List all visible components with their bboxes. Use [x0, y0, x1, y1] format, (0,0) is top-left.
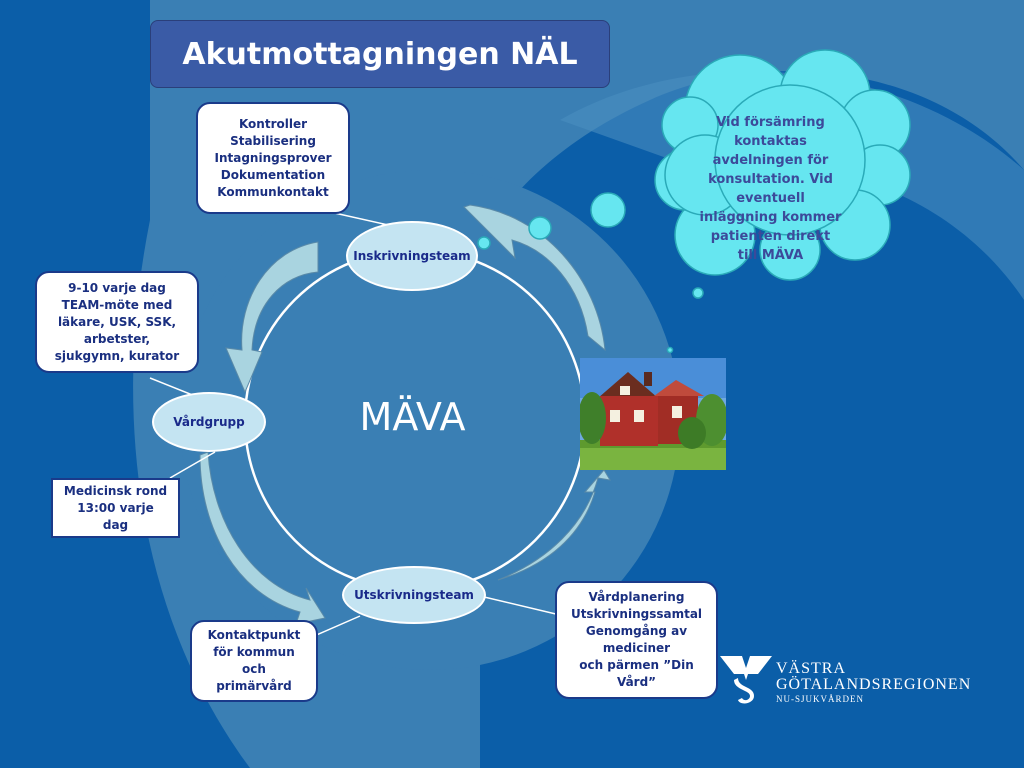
callout-bottom-left-line: för kommun	[213, 645, 295, 659]
thought-cloud	[477, 49, 911, 354]
cloud-text-line: kontaktas	[734, 134, 807, 149]
callout-bottom-right-line: Genomgång av	[585, 624, 688, 638]
center-label: MÄVA	[359, 395, 466, 439]
callout-left-bottom-line: dag	[102, 517, 129, 532]
vgr-emblem-icon	[720, 656, 772, 704]
page-title: Akutmottagningen NÄL	[150, 20, 610, 88]
arrow-bottom-right	[497, 469, 611, 581]
callout-bottom-left: Kontaktpunkt för kommun och primärvård	[190, 620, 318, 702]
node-inskrivningsteam: Inskrivningsteam	[346, 221, 478, 291]
callout-top-line: Dokumentation	[220, 167, 326, 182]
callout-bottom-left-line: primärvård	[216, 679, 292, 693]
cloud-text-line: konsultation. Vid	[708, 172, 833, 187]
vgr-logo: VÄSTRA GÖTALANDSREGIONEN NU-SJUKVÅRDEN	[718, 652, 978, 708]
house-photo	[580, 358, 726, 470]
logo-line1: VÄSTRA	[776, 660, 847, 677]
cloud-text-line: till MÄVA	[737, 248, 804, 263]
callout-left-bottom-line: Medicinsk rond	[63, 483, 168, 498]
cloud-text-line: Vid försämring	[716, 115, 825, 130]
callout-top: Kontroller Stabilisering Intagningsprove…	[196, 102, 350, 214]
callout-top-line: Intagningsprover	[214, 150, 332, 165]
callout-left-top-line: sjukgymn, kurator	[54, 348, 180, 363]
callout-left-bottom-line: 13:00 varje	[77, 500, 154, 515]
callout-top-line: Kontroller	[238, 116, 308, 131]
cloud-text: Vid försämring kontaktas avdelningen för…	[688, 113, 853, 265]
callout-left-bottom: Medicinsk rond 13:00 varje dag	[51, 478, 180, 538]
node-vardgrupp: Vårdgrupp	[152, 392, 266, 452]
logo-line3: NU-SJUKVÅRDEN	[776, 694, 865, 704]
callout-top-line: Kommunkontakt	[217, 184, 329, 199]
arrow-top-left	[225, 241, 319, 394]
callout-left-top-line: TEAM-möte med	[61, 297, 173, 312]
callout-bottom-right-line: Vård”	[616, 675, 657, 689]
callout-bottom-right-line: Utskrivningssamtal	[570, 607, 703, 621]
callout-bottom-right-line: mediciner	[602, 641, 671, 655]
callout-left-top: 9-10 varje dag TEAM-möte med läkare, USK…	[35, 271, 199, 373]
callout-bottom-left-line: Kontaktpunkt	[207, 628, 301, 642]
cycle-arrows	[199, 204, 611, 625]
cloud-text-line: eventuell	[736, 191, 805, 206]
callout-bottom-right: Vårdplanering Utskrivningssamtal Genomgå…	[555, 581, 718, 699]
callout-left-top-line: läkare, USK, SSK,	[57, 314, 177, 329]
node-utskrivningsteam: Utskrivningsteam	[342, 566, 486, 624]
callout-bottom-right-line: och pärmen ”Din	[579, 658, 694, 672]
callout-bottom-right-line: Vårdplanering	[588, 590, 685, 604]
callout-left-top-line: 9-10 varje dag	[68, 280, 166, 295]
logo-line2: GÖTALANDSREGIONEN	[776, 676, 972, 693]
cloud-text-line: avdelningen för	[712, 153, 829, 168]
callout-left-top-line: arbetster,	[83, 331, 151, 346]
callout-bottom-left-line: och	[242, 662, 266, 676]
cloud-text-line: inläggning kommer	[699, 210, 842, 225]
callout-top-line: Stabilisering	[230, 133, 316, 148]
cloud-text-line: patienten direkt	[710, 229, 831, 244]
